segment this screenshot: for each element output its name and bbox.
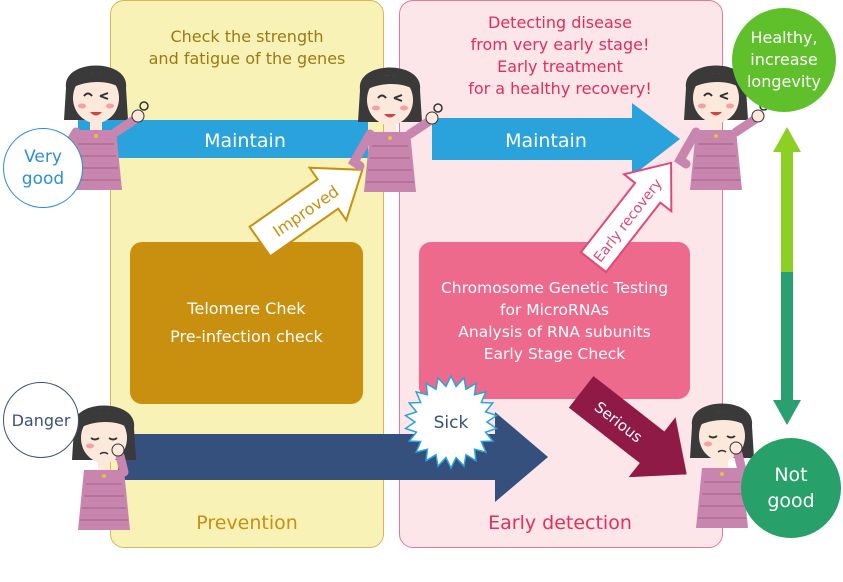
scale-up-arrow <box>773 127 801 272</box>
maintain-arrow-1 <box>78 120 368 158</box>
prevention-tests-box: Telomere Chek Pre-infection check <box>130 242 363 404</box>
early-heading-line: for a healthy recovery! <box>468 79 652 98</box>
character-danger <box>72 406 136 531</box>
character-not-good <box>690 404 754 529</box>
healthy-line: longevity <box>746 72 822 91</box>
prevention-heading-line: Check the strength <box>170 27 324 46</box>
maintain-label-2: Maintain <box>505 130 587 152</box>
not-good-circle: Not good <box>741 438 841 538</box>
early-heading-line: Early treatment <box>497 57 623 76</box>
prevention-test-item: Pre-infection check <box>170 327 323 346</box>
danger-circle: Danger <box>3 382 79 458</box>
sick-starburst <box>403 374 499 470</box>
very-good-line: Very <box>24 147 62 167</box>
healthy-line: increase <box>750 50 818 69</box>
early-test-item: for MicroRNAs <box>500 300 609 319</box>
early-heading-line: from very early stage! <box>470 35 650 54</box>
prevention-heading: Check the strength and fatigue of the ge… <box>112 26 382 70</box>
early-detection-tests-box: Chromosome Genetic Testing for MicroRNAs… <box>419 242 690 399</box>
early-heading-line: Detecting disease <box>488 13 632 32</box>
prevention-heading-line: and fatigue of the genes <box>148 49 346 68</box>
early-test-item: Early Stage Check <box>483 344 626 363</box>
early-test-item: Analysis of RNA subunits <box>458 322 651 341</box>
very-good-circle: Very good <box>3 128 83 208</box>
character-improved <box>354 68 442 193</box>
danger-label: Danger <box>11 410 71 430</box>
not-good-line: good <box>767 490 815 512</box>
prevention-test-item: Telomere Chek <box>187 299 306 318</box>
not-good-line: Not <box>774 464 808 486</box>
very-good-line: good <box>21 169 65 189</box>
early-detection-heading: Detecting disease from very early stage!… <box>400 12 720 100</box>
sick-label: Sick <box>434 413 469 433</box>
health-scale-arrow <box>773 127 801 425</box>
maintain-label-1: Maintain <box>204 130 286 152</box>
early-test-item: Chromosome Genetic Testing <box>440 278 669 297</box>
healthy-circle: Healthy, increase longevity <box>732 8 836 112</box>
prevention-label: Prevention <box>196 512 298 534</box>
scale-down-arrow <box>773 272 801 425</box>
maintain-arrow-2 <box>432 103 680 176</box>
early-detection-label: Early detection <box>488 512 632 534</box>
healthy-line: Healthy, <box>750 28 818 47</box>
